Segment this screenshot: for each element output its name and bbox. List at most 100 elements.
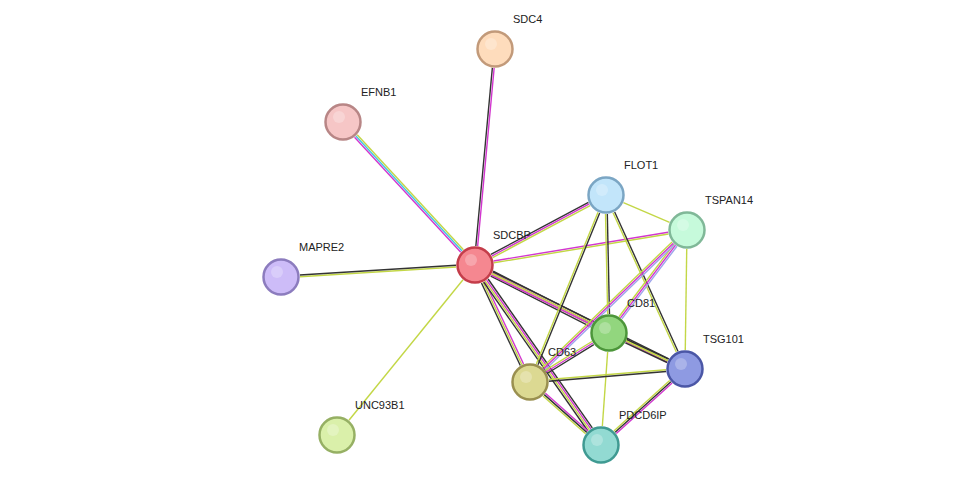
node-label: MAPRE2 (299, 241, 344, 253)
evidence-strand (357, 135, 463, 250)
node-disc (264, 260, 299, 295)
protein-node: PDCD6IP (582, 426, 620, 464)
protein-node: SDCBP (456, 246, 494, 284)
evidence-strand (478, 68, 494, 246)
evidence-strand (487, 280, 591, 429)
interaction-edge (549, 370, 666, 382)
interaction-edge (542, 242, 674, 370)
node-circle (668, 211, 706, 249)
interaction-edge (625, 340, 668, 363)
node-label: TSPAN14 (705, 194, 753, 206)
node-highlight (599, 322, 611, 334)
evidence-strand (627, 340, 669, 360)
node-highlight (675, 358, 687, 370)
node-circle (318, 416, 356, 454)
node-circle (590, 314, 628, 352)
evidence-strand (544, 395, 587, 433)
interaction-edge (349, 280, 463, 420)
evidence-strand (544, 243, 674, 369)
node-circle (511, 363, 549, 401)
node-circle (324, 103, 362, 141)
interaction-edge (619, 244, 677, 319)
evidence-strand (545, 341, 592, 370)
evidence-strand (606, 214, 608, 314)
evidence-strand (625, 343, 667, 363)
evidence-strand (349, 280, 463, 420)
evidence-strand (300, 265, 456, 275)
evidence-strand (536, 212, 598, 364)
node-highlight (677, 219, 689, 231)
evidence-strand (626, 341, 668, 361)
node-disc (513, 365, 548, 400)
evidence-strand (602, 352, 607, 426)
interaction-edge (685, 249, 686, 350)
evidence-strand (619, 244, 674, 317)
evidence-strand (615, 382, 671, 433)
evidence-strand (485, 281, 589, 430)
evidence-strand (543, 396, 586, 434)
evidence-strand (549, 371, 666, 381)
node-highlight (333, 111, 345, 123)
node-circle (666, 350, 704, 388)
protein-node: CD81 (590, 314, 628, 352)
protein-node: FLOT1 (587, 176, 625, 214)
node-label: SDCBP (493, 229, 531, 241)
evidence-strand (356, 136, 462, 251)
protein-node: CD63 (511, 363, 549, 401)
interaction-edge (623, 203, 669, 223)
interaction-edge (606, 214, 610, 314)
interaction-edge (614, 380, 672, 433)
protein-node: MAPRE2 (262, 258, 300, 296)
node-label: UNC93B1 (355, 399, 405, 411)
evidence-strand (547, 345, 594, 374)
node-label: EFNB1 (361, 86, 396, 98)
interaction-edge (476, 68, 494, 246)
node-highlight (596, 184, 608, 196)
interaction-edge (300, 265, 456, 276)
evidence-strand (491, 276, 591, 327)
node-highlight (271, 266, 283, 278)
evidence-strand (685, 249, 686, 350)
node-disc (589, 178, 624, 213)
protein-node: TSG101 (666, 350, 704, 388)
interaction-edge (484, 279, 593, 431)
node-circle (262, 258, 300, 296)
evidence-strand (300, 267, 456, 277)
node-disc (668, 352, 703, 387)
evidence-strand (484, 282, 588, 431)
node-disc (592, 316, 627, 351)
node-highlight (465, 254, 477, 266)
protein-node: SDC4 (476, 30, 514, 68)
node-label: CD81 (627, 297, 655, 309)
node-circle (582, 426, 620, 464)
protein-node: UNC93B1 (318, 416, 356, 454)
protein-node: EFNB1 (324, 103, 362, 141)
interaction-edge (545, 341, 594, 373)
node-label: SDC4 (513, 13, 542, 25)
interaction-edge (602, 352, 607, 426)
evidence-strand (549, 370, 666, 380)
evidence-strand (545, 393, 588, 431)
evidence-strand (485, 281, 524, 364)
node-disc (584, 428, 619, 463)
protein-node: TSPAN14 (668, 211, 706, 249)
evidence-strand (620, 245, 675, 318)
evidence-strand (546, 343, 593, 372)
node-disc (478, 32, 513, 67)
node-circle (456, 246, 494, 284)
node-disc (320, 418, 355, 453)
evidence-strand (542, 242, 672, 368)
evidence-strand (614, 380, 670, 431)
evidence-strand (545, 245, 675, 371)
node-label: FLOT1 (624, 159, 658, 171)
node-circle (476, 30, 514, 68)
evidence-strand (491, 202, 588, 254)
evidence-strand (483, 282, 522, 365)
evidence-strand (355, 137, 461, 252)
node-disc (670, 213, 705, 248)
evidence-strand (476, 68, 492, 246)
node-highlight (520, 371, 532, 383)
evidence-strand (481, 283, 520, 366)
node-disc (458, 248, 493, 283)
